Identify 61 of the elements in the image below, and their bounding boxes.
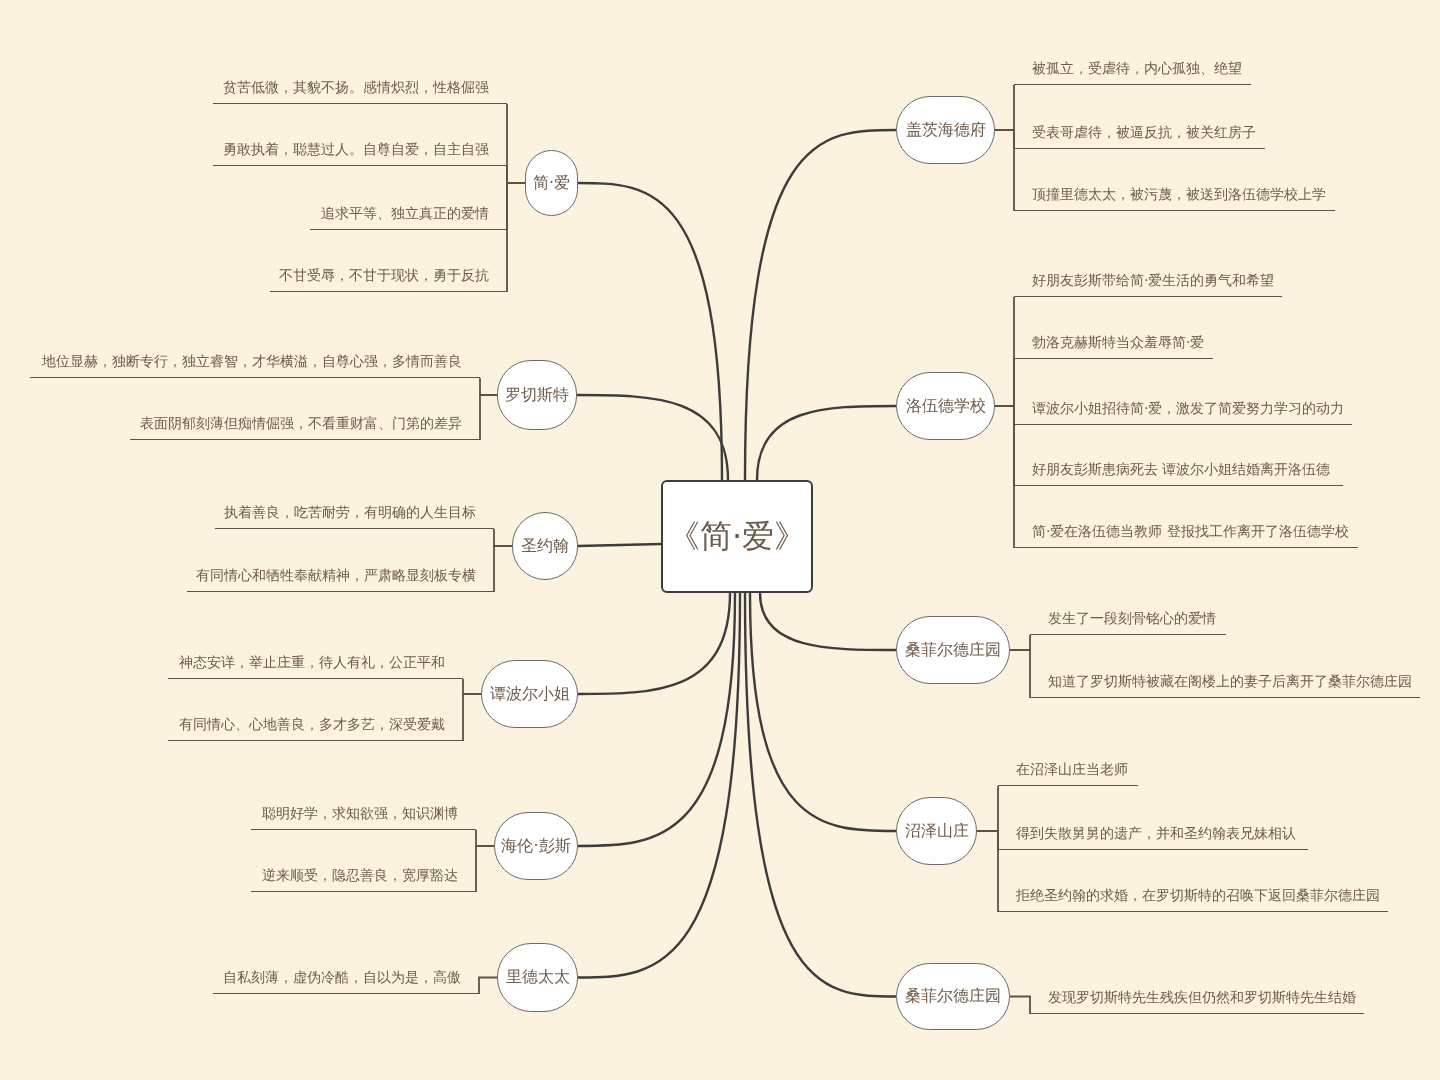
underlined-text: 知道了罗切斯特被藏在阁楼上的妻子后离开了桑菲尔德庄园 — [1030, 666, 1420, 698]
curved-connector — [743, 593, 896, 998]
curved-connector — [755, 404, 896, 481]
topic-box: 圣约翰 — [512, 512, 578, 580]
topic-box: 桑菲尔德庄园 — [896, 963, 1010, 1030]
underlined-text: 好朋友彭斯患病死去 谭波尔小姐结婚离开洛伍德 — [1014, 454, 1343, 486]
underlined-text: 贫苦低微，其貌不扬。感情炽烈，性格倔强 — [213, 72, 507, 104]
topic-box: 桑菲尔德庄园 — [896, 616, 1010, 684]
bracket-connector — [493, 545, 513, 593]
curved-connector — [743, 128, 896, 481]
underlined-text: 简·爱在洛伍德当教师 登报找工作离开了洛伍德学校 — [1014, 516, 1358, 548]
underlined-text: 聪明好学，求知欲强，知识渊博 — [251, 798, 476, 830]
bracket-connector — [506, 182, 526, 293]
bracket-connector — [976, 830, 999, 913]
curved-connector — [578, 592, 737, 848]
underlined-text: 自私刻薄，虚伪冷酷，自以为是，高傲 — [213, 962, 479, 994]
topic-box: 盖茨海德府 — [896, 96, 995, 164]
underlined-text: 不甘受辱，不甘于现状，勇于反抗 — [270, 260, 507, 292]
underlined-text: 在沼泽山庄当老师 — [998, 754, 1138, 786]
underlined-text: 执着善良，吃苦耐劳，有明确的人生目标 — [215, 497, 494, 529]
bracket-connector — [478, 976, 498, 995]
bracket-connector — [1009, 649, 1031, 699]
underlined-text: 拒绝圣约翰的求婚，在罗切斯特的召唤下返回桑菲尔德庄园 — [998, 880, 1388, 912]
underlined-text: 地位显赫，独断专行，独立睿智，才华横溢，自尊心强，多情而善良 — [30, 346, 480, 378]
topic-box: 洛伍德学校 — [896, 372, 995, 440]
underlined-text: 有同情心和牺牲奉献精神，严肃略显刻板专横 — [187, 560, 494, 592]
topic-box: 简·爱 — [525, 150, 578, 216]
underlined-text: 好朋友彭斯带给简·爱生活的勇气和希望 — [1014, 265, 1282, 297]
curved-connector — [578, 181, 724, 481]
bracket-connector — [1009, 995, 1031, 1015]
topic-box: 海伦·彭斯 — [494, 812, 578, 880]
underlined-text: 顶撞里德太太，被污蔑，被送到洛伍德学校上学 — [1014, 179, 1335, 211]
underlined-text: 勃洛克赫斯特当众羞辱简·爱 — [1014, 327, 1213, 359]
curved-connector — [748, 592, 896, 833]
curved-connector — [758, 592, 896, 652]
curved-connector — [578, 592, 742, 979]
bracket-connector — [994, 405, 1015, 549]
underlined-text: 表面阴郁刻薄但痴情倔强，不看重财富、门第的差异 — [130, 408, 480, 440]
underlined-text: 被孤立，受虐待，内心孤独、绝望 — [1014, 53, 1251, 85]
bracket-connector — [479, 394, 498, 441]
title-box: 《简·爱》 — [661, 480, 813, 593]
underlined-text: 发生了一段刻骨铭心的爱情 — [1030, 603, 1226, 635]
underlined-text: 追求平等、独立真正的爱情 — [310, 198, 507, 230]
underlined-text: 逆来顺受，隐忍善良，宽厚豁达 — [251, 860, 476, 892]
bracket-connector — [462, 693, 482, 742]
underlined-text: 谭波尔小姐招待简·爱，激发了简爱努力学习的动力 — [1014, 393, 1352, 425]
underlined-text: 神态安详，举止庄重，待人有礼，公正平和 — [168, 647, 463, 679]
underlined-text: 发现罗切斯特先生残疾但仍然和罗切斯特先生结婚 — [1030, 982, 1364, 1014]
bracket-connector — [475, 845, 495, 893]
underlined-text: 得到失散舅舅的遗产，并和圣约翰表兄妹相认 — [998, 818, 1308, 850]
curved-connector — [577, 542, 662, 548]
curved-connector — [578, 592, 732, 696]
topic-box: 谭波尔小姐 — [481, 660, 578, 728]
topic-box: 罗切斯特 — [497, 360, 577, 430]
underlined-text: 受表哥虐待，被逼反抗，被关红房子 — [1014, 117, 1265, 149]
curved-connector — [577, 393, 730, 481]
underlined-text: 勇敢执着，聪慧过人。自尊自爱，自主自强 — [213, 134, 507, 166]
bracket-connector — [994, 129, 1015, 212]
underlined-text: 有同情心、心地善良，多才多艺，深受爱戴 — [168, 709, 463, 741]
topic-box: 里德太太 — [497, 943, 578, 1012]
topic-box: 沼泽山庄 — [896, 797, 977, 865]
